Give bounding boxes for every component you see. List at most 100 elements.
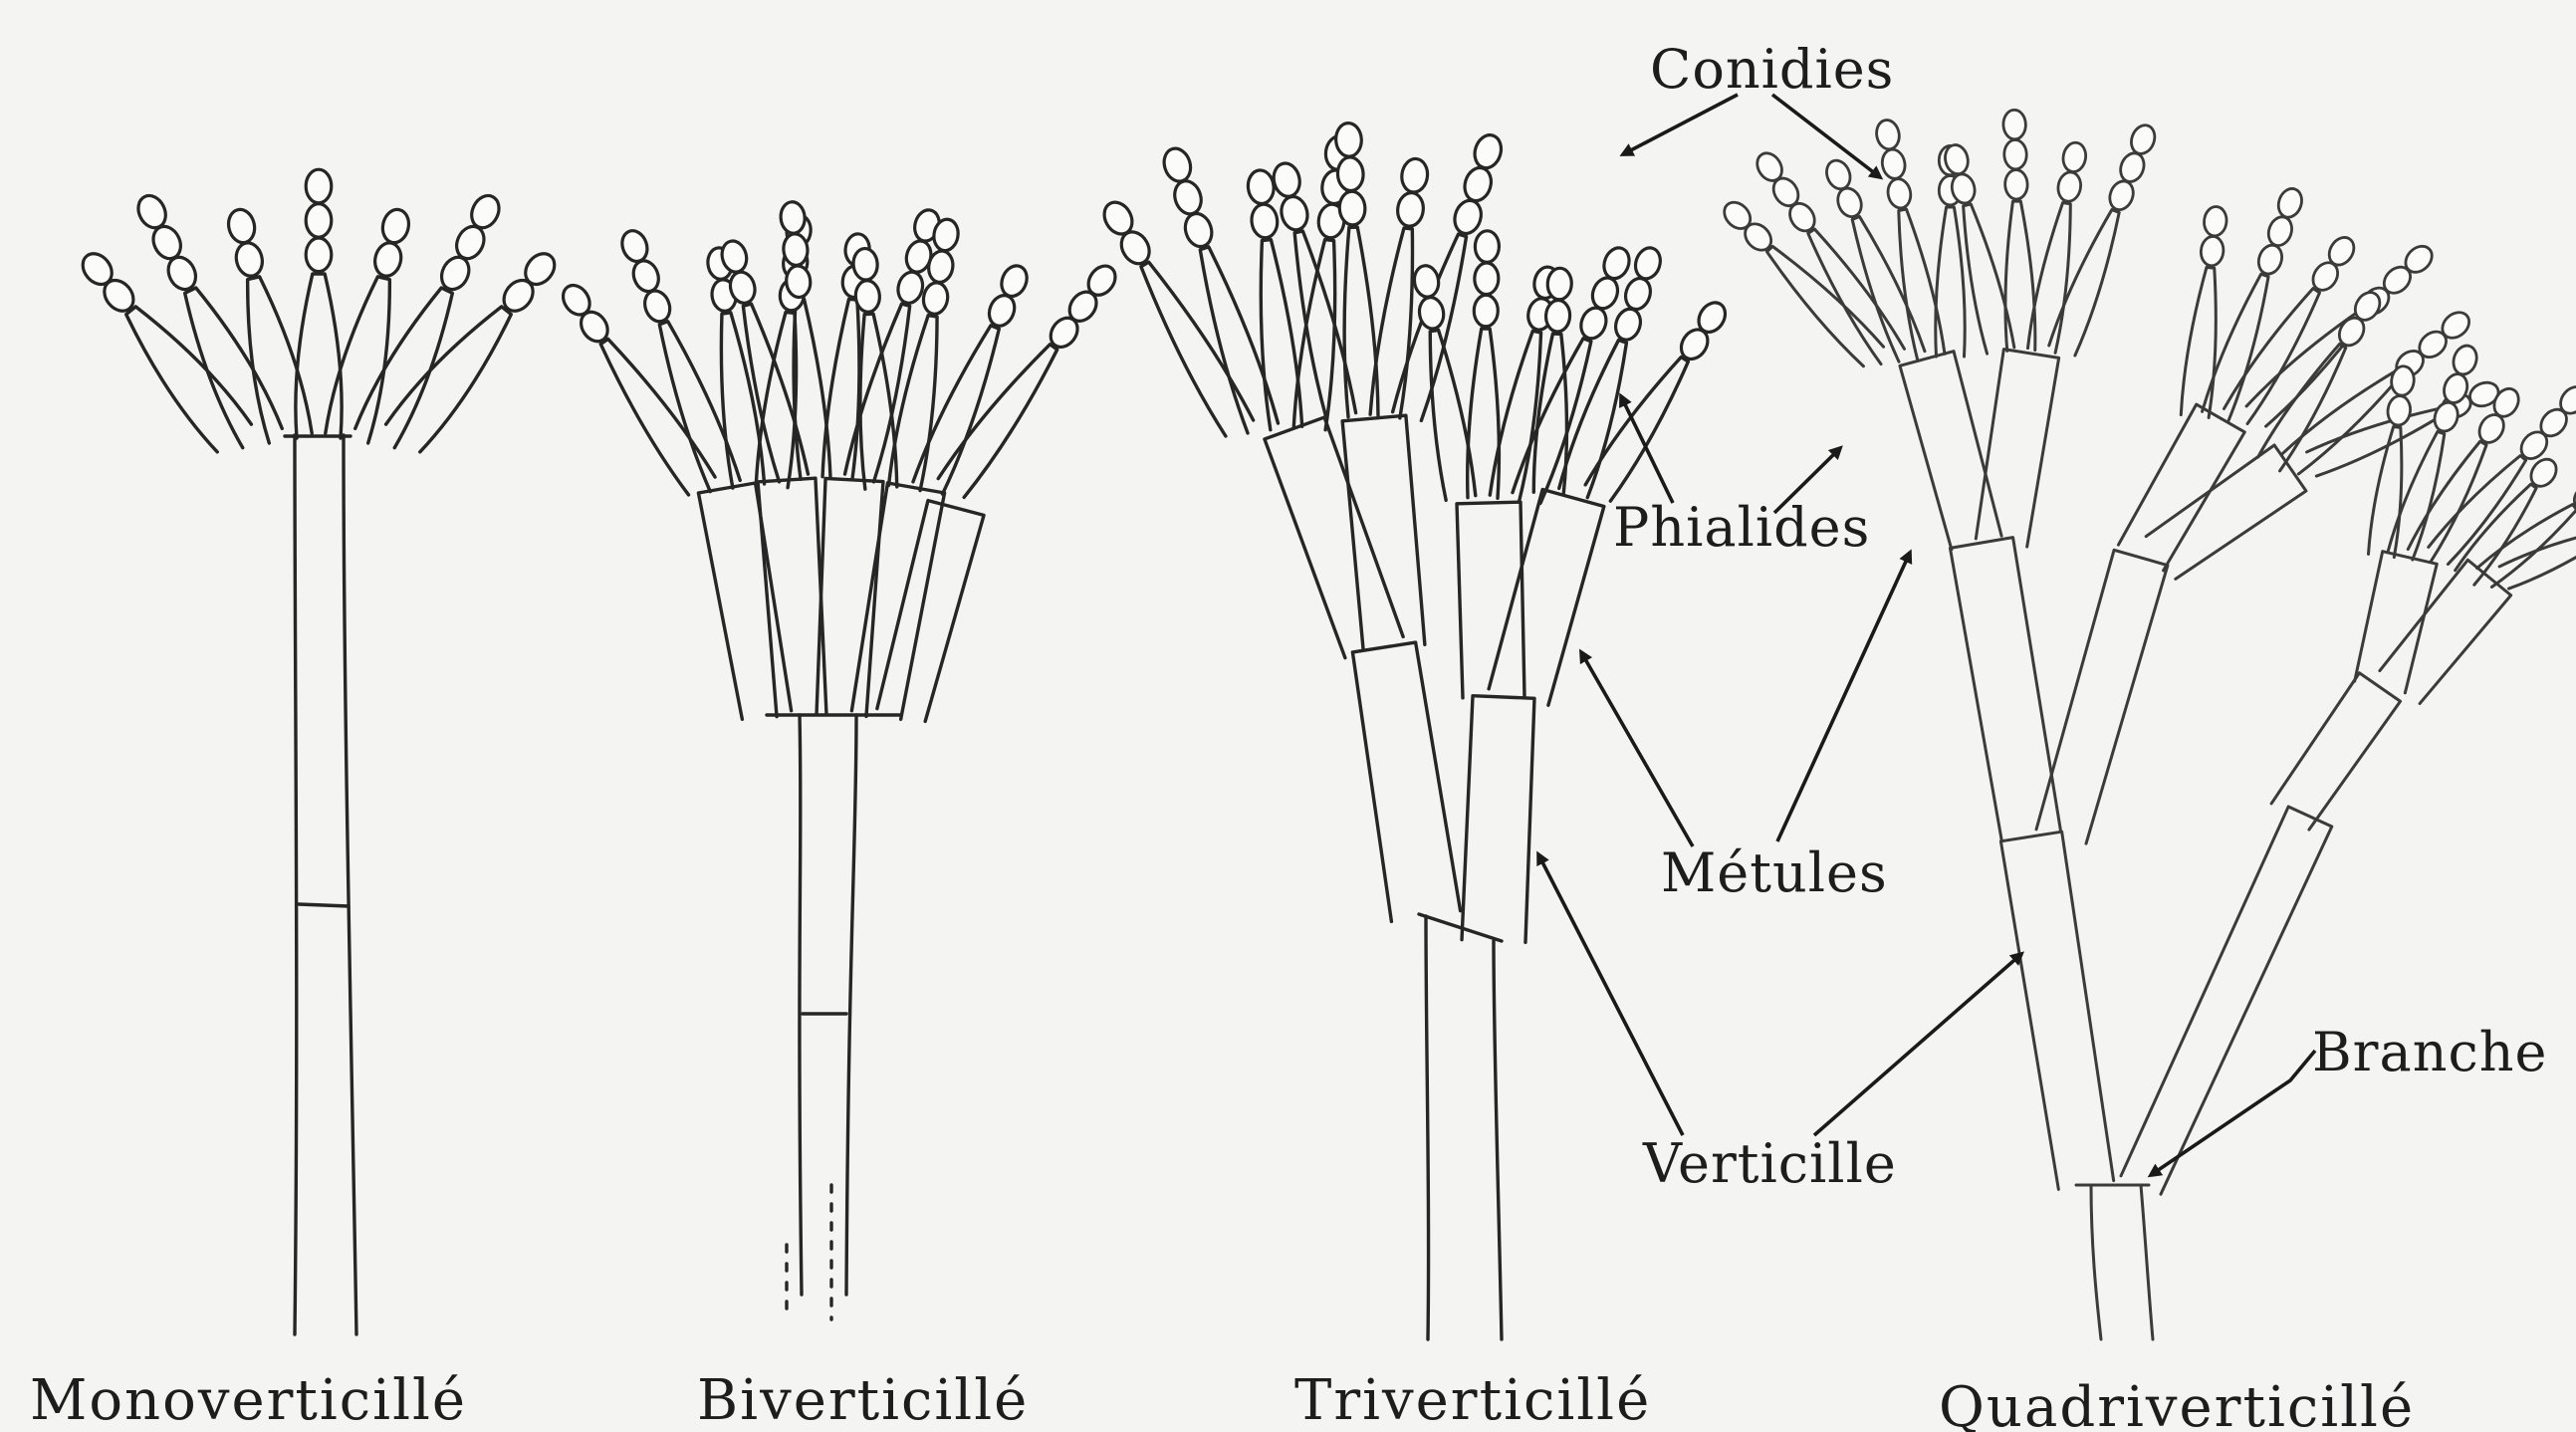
metule (1265, 417, 1403, 658)
conidium (921, 281, 950, 316)
conidia-group (77, 169, 561, 317)
conidium (1632, 245, 1665, 282)
conidium (2117, 149, 2148, 184)
label-phialides: Phialides (1613, 496, 1870, 559)
phialide (355, 288, 453, 448)
monoverticillate-figure (77, 169, 561, 1334)
phialide (1936, 207, 1965, 357)
conidium (629, 257, 663, 295)
stipe (1426, 916, 1502, 1339)
conidium (1279, 194, 1311, 232)
conidium (2255, 242, 2286, 277)
phialide-group (126, 274, 512, 452)
conidium (379, 207, 412, 245)
conidia-group (1719, 110, 2576, 542)
metule (1342, 415, 1425, 649)
caption-biverticille: Biverticillé (697, 1368, 1029, 1432)
phialide (2477, 505, 2576, 588)
caption-quadriverticille: Quadriverticillé (1939, 1375, 2415, 1432)
metule (851, 483, 944, 719)
conidium (895, 269, 926, 306)
metule (1489, 490, 1604, 706)
metule (1900, 352, 2001, 550)
conidium (1600, 244, 1634, 282)
stipe (2091, 1185, 2153, 1339)
conidium (1250, 203, 1279, 239)
conidium (1545, 300, 1571, 333)
conidium (2003, 110, 2026, 139)
conidium (2056, 170, 2083, 203)
conidium (780, 201, 807, 234)
conidium (1171, 177, 1206, 217)
conidium (1622, 275, 1655, 312)
metule (877, 501, 984, 722)
conidium (1588, 274, 1622, 312)
phialide (326, 277, 390, 443)
conidia-group (1099, 122, 1731, 364)
metule (2355, 552, 2438, 693)
conidium (1271, 160, 1303, 198)
conidium (1160, 145, 1195, 185)
arrow-verticille-right (1814, 954, 2021, 1135)
conidia-group (558, 201, 1120, 353)
phialide (2224, 289, 2319, 424)
conidium (1880, 147, 1908, 180)
conidium (854, 280, 880, 313)
conidium (1396, 191, 1426, 227)
conidium (1577, 304, 1611, 342)
branch-group (1352, 642, 1534, 942)
conidium (1335, 122, 1362, 157)
conidium (1461, 164, 1495, 204)
conidium (2203, 205, 2227, 237)
conidium (2200, 235, 2225, 267)
conidium (1451, 197, 1485, 237)
captions: Monoverticillé Biverticillé Triverticill… (30, 1368, 2415, 1432)
phialide (1141, 262, 1254, 436)
conidium (2004, 169, 2027, 199)
conidium (2127, 121, 2158, 156)
caption-monoverticille: Monoverticillé (30, 1368, 467, 1432)
phialide (600, 339, 715, 495)
phialide (248, 277, 313, 443)
phialide (296, 274, 342, 438)
conidium (225, 207, 258, 245)
conidium (306, 238, 332, 272)
caption-triverticille: Triverticillé (1294, 1368, 1651, 1432)
conidium (1474, 295, 1499, 327)
phialide (2258, 344, 2346, 471)
conidium (1612, 306, 1645, 343)
conidium (785, 265, 812, 298)
phialide (938, 345, 1056, 498)
branch (1352, 642, 1460, 921)
metule (1976, 350, 2058, 547)
labels: Conidies Phialides Métules Verticille Br… (1613, 38, 2547, 1195)
phialide-group (600, 299, 1056, 497)
stipe (295, 435, 356, 1334)
conidium (371, 240, 404, 278)
label-verticille: Verticille (1642, 1132, 1897, 1195)
conidium (1886, 177, 1914, 210)
conidium (1874, 119, 1902, 151)
conidium (1247, 169, 1276, 205)
phialide (2181, 267, 2216, 417)
conidium (2003, 139, 2026, 169)
branch (2000, 832, 2113, 1189)
label-conidies: Conidies (1650, 38, 1894, 101)
conidium (2264, 214, 2295, 249)
phialide (185, 288, 283, 448)
conidium (2386, 394, 2412, 426)
label-metules: Métules (1661, 841, 1888, 904)
arrow-metules-left (1581, 652, 1693, 846)
conidium (1475, 263, 1500, 295)
conidium (1338, 191, 1365, 226)
conidium (233, 240, 266, 278)
branch (2121, 807, 2332, 1194)
biverticillate-figure (558, 201, 1120, 1319)
conidium (640, 287, 674, 325)
conidium (1546, 268, 1572, 301)
conidium (306, 204, 332, 238)
arrow-metules-right (1777, 553, 1910, 841)
conidium (306, 169, 332, 203)
